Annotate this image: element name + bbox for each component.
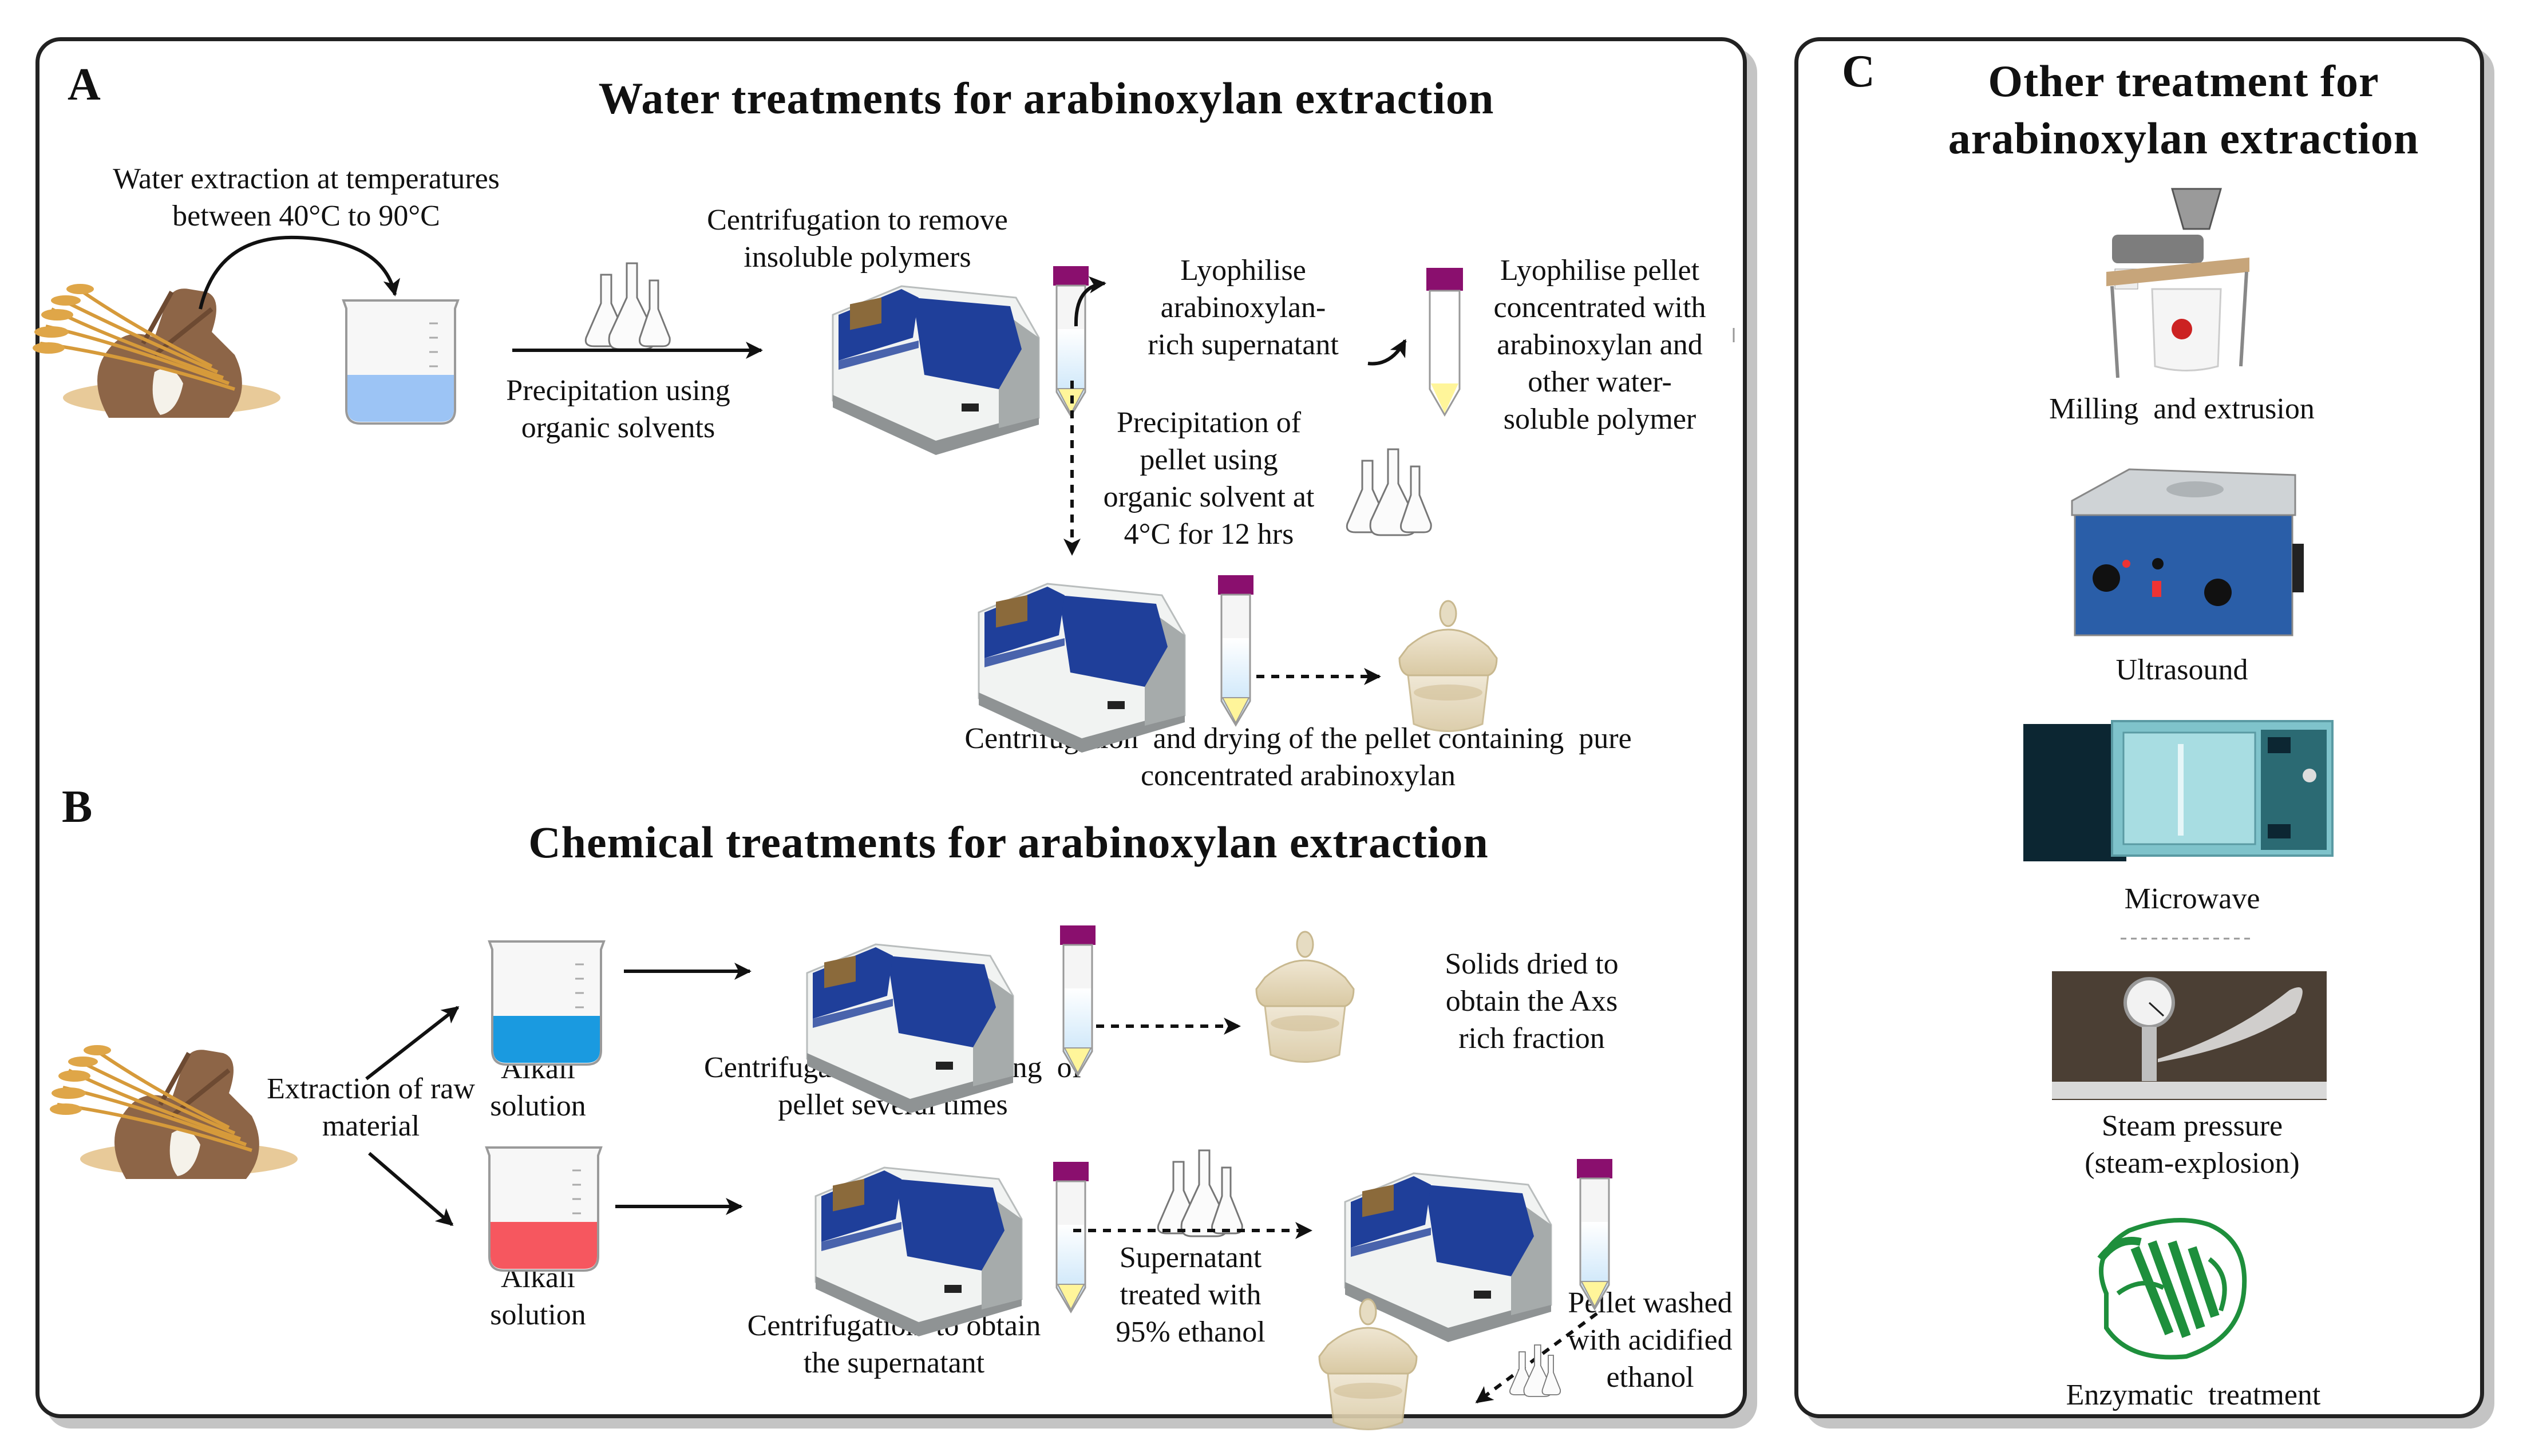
label-microwave: Microwave [2125, 880, 2260, 917]
water-beaker-icon [342, 299, 459, 425]
label-line: soluble polymer [1503, 403, 1696, 436]
label-extraction-raw: Extraction of raw material [267, 1070, 475, 1145]
label-supernatant-treated: Supernatant treated with 95% ethanol [1116, 1239, 1265, 1351]
label-line: Steam pressure [2101, 1110, 2283, 1142]
label-line: Centrifugation to obtain [747, 1309, 1041, 1342]
microwave-icon [2023, 720, 2334, 861]
label-line: arabinoxylan and [1497, 329, 1703, 361]
centrifuge-tube-icon [1059, 924, 1097, 1077]
flasks-icon [1157, 1149, 1243, 1237]
label-line: the supernatant [803, 1347, 985, 1379]
label-line: treated with [1120, 1279, 1261, 1311]
centrifuge-icon [978, 583, 1186, 754]
label-milling: Milling and extrusion [2049, 390, 2315, 428]
label-precipitation-solvents: Precipitation using organic solvents [506, 372, 730, 446]
panel-c-title-line2: arabinoxylan extraction [1948, 113, 2419, 163]
ultrasonic-bath-icon [2071, 468, 2304, 636]
centrifuge-icon [832, 285, 1040, 456]
label-line: concentrated with [1493, 291, 1706, 324]
panel-a-title: Water treatments for arabinoxylan extrac… [598, 73, 1494, 123]
label-line: rich supernatant [1148, 329, 1339, 361]
label-alkali-top: Alkali solution [490, 1050, 586, 1125]
panel-c-title: Other treatment for arabinoxylan extract… [1948, 53, 2419, 167]
enzyme-protein-icon [2097, 1218, 2247, 1360]
flasks-icon [584, 262, 671, 350]
label-steam: Steam pressure (steam-explosion) [2085, 1107, 2299, 1182]
label-centrifugation-obtain: Centrifugation to obtain the supernatant [748, 1307, 1041, 1382]
label-line: Lyophilise [1180, 254, 1306, 287]
flasks-icon [1509, 1344, 1561, 1397]
panel-a-letter: A [68, 60, 101, 110]
steam-gauge-icon [2052, 971, 2327, 1100]
label-water-extraction: Water extraction at temperatures between… [113, 160, 500, 235]
alkali-blue-beaker-icon [488, 940, 605, 1066]
label-line: Milling and extrusion [2049, 393, 2315, 425]
label-line: obtain the Axs [1445, 985, 1618, 1018]
label-line: between 40°C to 90°C [172, 200, 440, 232]
panel-b-letter: B [62, 782, 93, 832]
centrifuge-tube-icon [1052, 1161, 1090, 1313]
label-line: Microwave [2124, 883, 2260, 915]
label-lyophilise-supernatant: Lyophilise arabinoxylan- rich supernatan… [1148, 252, 1339, 363]
label-centrifugation-remove: Centrifugation to remove insoluble polym… [707, 201, 1008, 276]
arrow-to-alkali-bottom [368, 1152, 454, 1226]
lyophilise-arrow [1367, 339, 1407, 366]
panel-c-title-line1: Other treatment for [1988, 56, 2379, 106]
label-line: Supernatant [1119, 1241, 1262, 1274]
wheat-sack-icon [33, 284, 280, 418]
label-line: Centrifugation to remove [707, 204, 1008, 236]
label-line: pellet using [1140, 444, 1278, 476]
centrifuge-icon [806, 943, 1014, 1114]
label-line: material [322, 1110, 420, 1142]
label-enzymatic: Enzymatic treatment [2066, 1376, 2321, 1414]
flasks-icon [1346, 448, 1432, 536]
label-line: 4°C for 12 hrs [1124, 518, 1294, 551]
pellet-tube-icon [1426, 268, 1463, 417]
label-line: Precipitation of [1116, 406, 1302, 439]
label-line: solution [490, 1090, 586, 1122]
desiccator-icon [1255, 931, 1355, 1063]
wheat-sack-icon [50, 1045, 298, 1179]
label-line: Lyophilise pellet [1500, 254, 1700, 287]
centrifuge-tube-icon [1052, 265, 1090, 417]
label-line: Enzymatic treatment [2066, 1379, 2321, 1411]
label-line: insoluble polymers [744, 241, 971, 274]
transfer-arrow [199, 235, 401, 310]
label-line: Water extraction at temperatures [113, 163, 500, 195]
label-line: organic solvent at [1103, 481, 1315, 513]
label-line: (steam-explosion) [2085, 1147, 2300, 1180]
arrow-to-alkali-top [365, 1006, 460, 1081]
centrifuge-tube-icon [1576, 1158, 1614, 1310]
supernatant-arrow [1074, 276, 1106, 327]
centrifuge-icon [814, 1166, 1023, 1338]
label-line: organic solvents [521, 412, 715, 444]
desiccator-icon [1398, 600, 1498, 732]
label-line: arabinoxylan- [1160, 291, 1326, 324]
mill-extruder-icon [2106, 188, 2249, 378]
label-centrifugation-drying: Centrifugation and drying of the pellet … [964, 720, 1631, 794]
label-line: rich fraction [1458, 1022, 1605, 1055]
label-precipitation-pellet: Precipitation of pellet using organic so… [1104, 404, 1315, 553]
label-line: solution [490, 1299, 586, 1331]
panel-b-title: Chemical treatments for arabinoxylan ext… [528, 817, 1489, 867]
label-line: Ultrasound [2115, 654, 2248, 686]
label-line: other water- [1528, 366, 1672, 398]
panel-c-letter: C [1842, 46, 1875, 97]
label-line: Extraction of raw [267, 1073, 475, 1105]
alkali-red-beaker-icon [485, 1146, 602, 1272]
label-line: Solids dried to [1445, 948, 1619, 980]
label-line: Precipitation using [506, 374, 730, 407]
label-line: concentrated arabinoxylan [1140, 759, 1456, 792]
label-line: ethanol [1606, 1361, 1694, 1394]
label-line: with acidified [1568, 1324, 1733, 1356]
centrifuge-tube-icon [1217, 574, 1255, 726]
label-line: Centrifugation and drying of the pellet … [964, 722, 1632, 755]
label-solids-dried: Solids dried to obtain the Axs rich frac… [1445, 945, 1618, 1057]
label-ultrasound: Ultrasound [2115, 651, 2248, 689]
label-lyophilise-pellet: Lyophilise pellet concentrated with arab… [1493, 252, 1706, 438]
label-line: 95% ethanol [1116, 1316, 1266, 1348]
